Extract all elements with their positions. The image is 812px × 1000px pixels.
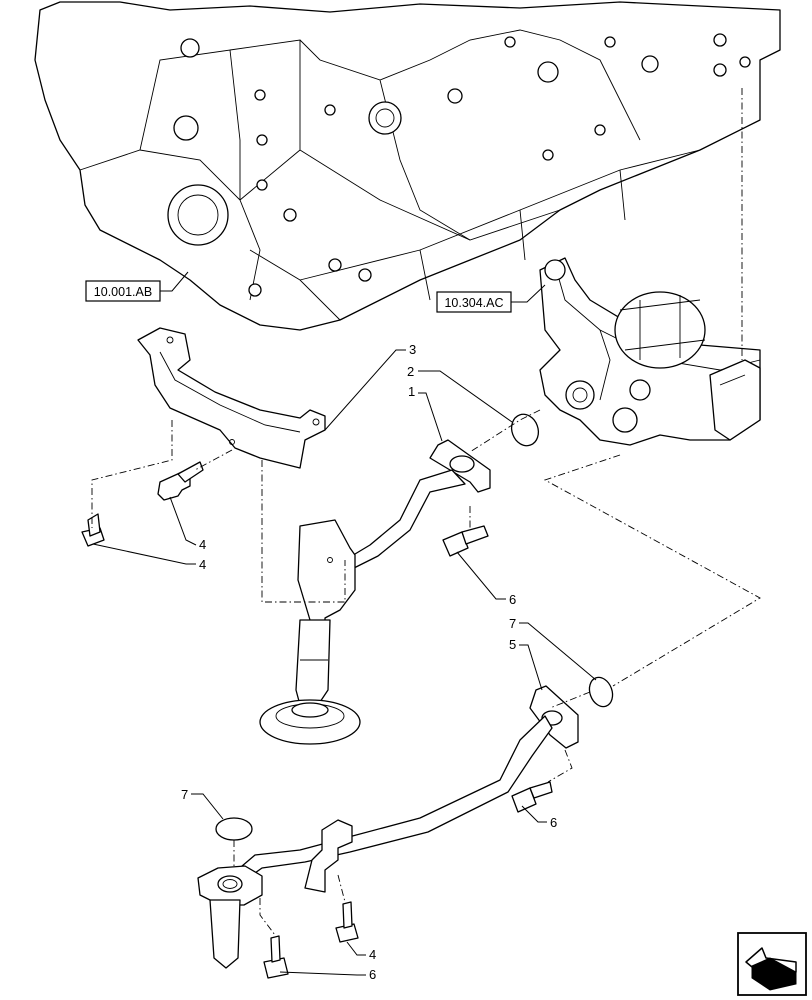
callout-6a: 6 [509, 592, 516, 607]
o-ring-upper [510, 413, 540, 447]
engine-block [34, 1, 781, 331]
assembly-lines [91, 88, 761, 936]
callout-7b: 7 [181, 787, 188, 802]
bolt-pipe-upper [442, 525, 489, 557]
callout-4c: 4 [369, 947, 376, 962]
callout-1: 1 [408, 384, 415, 399]
oil-pump [539, 257, 761, 446]
bolt-bracket-a [157, 461, 204, 501]
callout-4a: 4 [199, 537, 206, 552]
callout-7a: 7 [509, 616, 516, 631]
bolt-bracket-b [81, 513, 105, 547]
suction-pipe-upper [259, 439, 491, 745]
ref-engine-block-label: 10.001.AB [94, 285, 152, 299]
callout-6b: 6 [550, 815, 557, 830]
bracket [137, 327, 326, 469]
callout-3: 3 [409, 342, 416, 357]
ref-oil-pump-label: 10.304.AC [444, 296, 503, 310]
next-page-arrow-icon[interactable] [737, 932, 807, 996]
ref-box-oil-pump[interactable]: 10.304.AC [436, 284, 546, 313]
callout-leaders [92, 349, 597, 976]
suction-pipe-lower [197, 685, 579, 969]
bolt-bottom-a [335, 901, 359, 943]
callout-6c: 6 [369, 967, 376, 982]
callout-numbers: 1 2 3 4 4 5 6 7 7 6 4 6 [181, 342, 557, 982]
callout-2: 2 [407, 364, 414, 379]
callout-4b: 4 [199, 557, 206, 572]
bolt-bottom-b [263, 935, 289, 979]
o-ring-lower [215, 817, 253, 841]
bolt-pipe-lower [511, 781, 553, 813]
callout-5: 5 [509, 637, 516, 652]
o-ring-mid [588, 676, 614, 708]
ref-box-engine-block[interactable]: 10.001.AB [85, 271, 189, 302]
